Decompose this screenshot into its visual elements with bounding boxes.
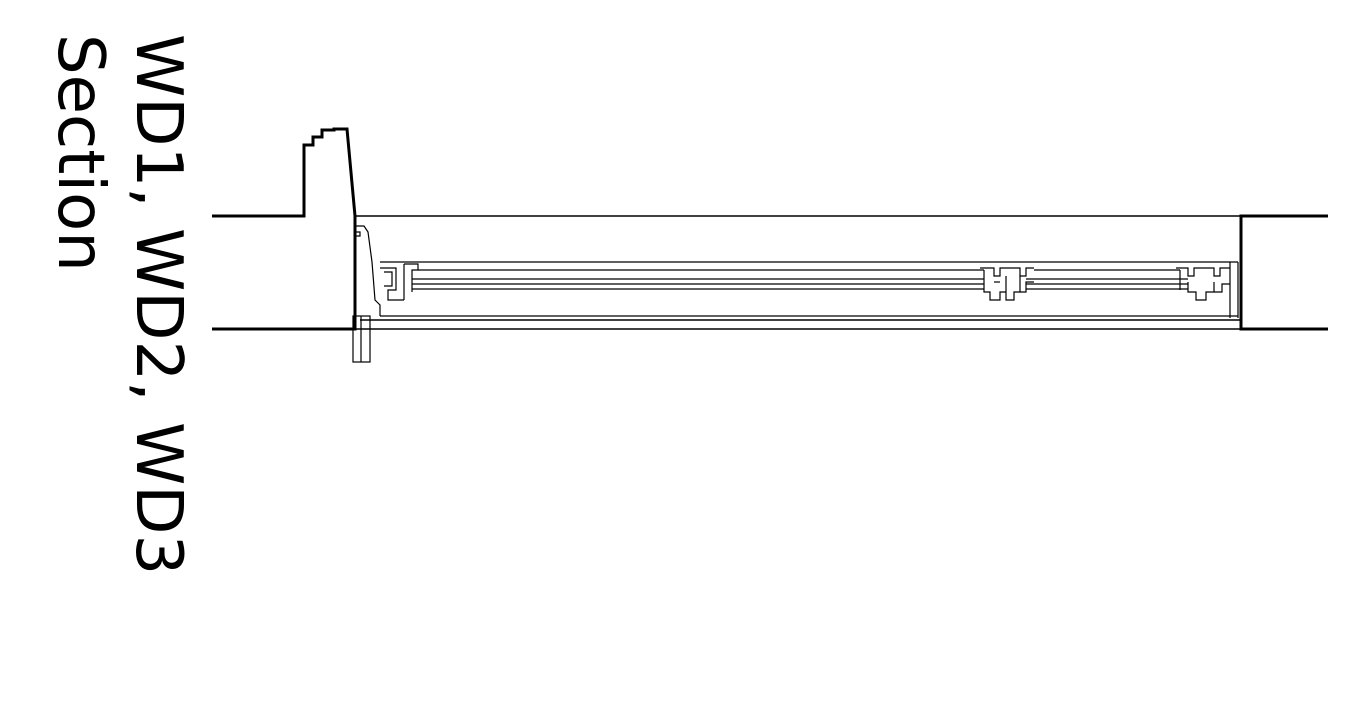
meeting-rail xyxy=(980,267,1034,301)
right-wall xyxy=(1239,214,1328,331)
right-jamb-detail xyxy=(1176,267,1230,301)
left-jamb-detail xyxy=(352,225,404,363)
outer-frame xyxy=(380,261,1239,318)
opening-lines xyxy=(355,215,1241,330)
glass-panel-right xyxy=(1026,269,1188,290)
left-wall xyxy=(212,127,357,331)
glass-panel-left xyxy=(403,263,984,300)
